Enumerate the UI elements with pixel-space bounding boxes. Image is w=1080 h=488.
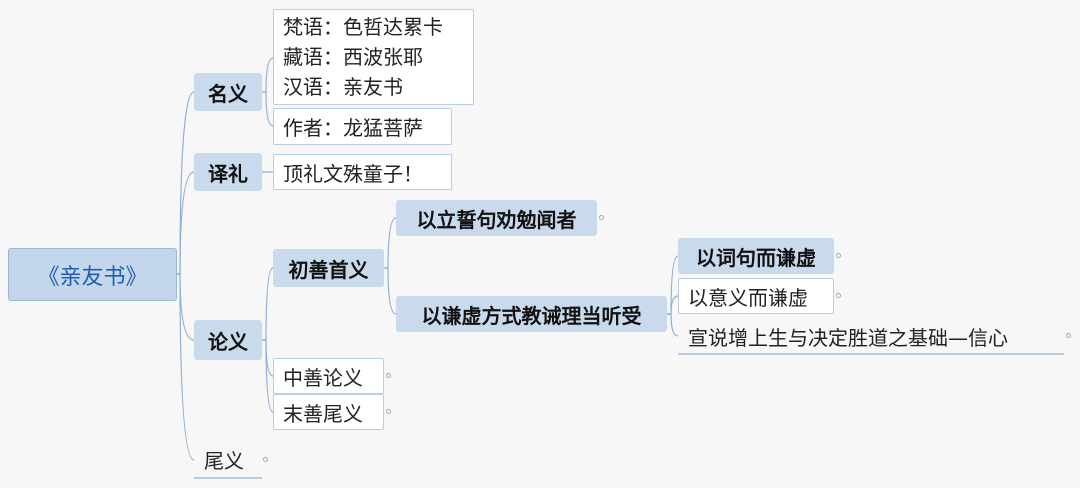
root-label: 《亲友书》 (37, 264, 148, 290)
node-xinxin-label: 宣说增上生与决定胜道之基础—信心 (688, 325, 1008, 350)
node-author[interactable]: 作者：龙猛菩萨 (273, 108, 452, 145)
connector-root-mingyi (177, 91, 195, 275)
node-moshan-label: 末善尾义 (283, 401, 363, 426)
topic-yili[interactable]: 译礼 (194, 153, 262, 191)
topic-chushan-label: 初善首义 (288, 257, 369, 282)
name-sanskrit: 梵语：色哲达累卡 (283, 15, 443, 39)
connector-lunyi-chushan (262, 267, 274, 341)
connector-qianxu-items (667, 255, 679, 315)
node-names[interactable]: 梵语：色哲达累卡 藏语：西波张耶 汉语：亲友书 (273, 9, 474, 105)
collapse-dot-ciju[interactable] (836, 253, 841, 258)
topic-ciju-label: 以词句而谦虚 (696, 245, 816, 270)
connector-root-yili (177, 171, 195, 275)
topic-lishi[interactable]: 以立誓句劝勉闻者 (396, 200, 597, 236)
topic-chushan[interactable]: 初善首义 (273, 249, 384, 287)
topic-mingyi-label: 名义 (208, 81, 248, 106)
node-zhongshan-label: 中善论义 (283, 365, 363, 390)
node-weiyi[interactable]: 尾义 (194, 441, 262, 478)
node-yiyi[interactable]: 以意义而谦虚 (678, 278, 834, 314)
name-tibetan: 藏语：西波张耶 (283, 45, 423, 69)
collapse-dot-yiyi[interactable] (836, 293, 841, 298)
collapse-dot-zhongshan[interactable] (386, 373, 391, 378)
node-zhongshan[interactable]: 中善论义 (273, 358, 384, 394)
node-yiyi-label: 以意义而谦虚 (688, 285, 808, 310)
collapse-dot-lishi[interactable] (599, 215, 604, 220)
root-node[interactable]: 《亲友书》 (8, 248, 177, 301)
topic-lunyi[interactable]: 论义 (194, 320, 262, 360)
node-homage[interactable]: 顶礼文殊童子！ (273, 154, 452, 190)
connector-chushan-lishi (384, 217, 397, 269)
collapse-dot-xinxin[interactable] (1066, 333, 1071, 338)
connector-qianxu-items (667, 295, 679, 315)
node-weiyi-label: 尾义 (204, 449, 244, 473)
topic-yili-label: 译礼 (208, 161, 248, 186)
topic-mingyi[interactable]: 名义 (194, 73, 262, 111)
author-label: 作者：龙猛菩萨 (283, 116, 423, 140)
connector-chushan-qianxu (384, 267, 397, 315)
connector-mingyi-names (262, 57, 274, 93)
node-xinxin[interactable]: 宣说增上生与决定胜道之基础—信心 (678, 318, 1064, 354)
collapse-dot-moshan[interactable] (386, 409, 391, 414)
topic-qianxu-label: 以谦虚方式教诫理当听受 (421, 303, 642, 328)
connector-lunyi-moshan (262, 339, 274, 413)
connector-root-weiyi (177, 273, 195, 461)
homage-label: 顶礼文殊童子！ (283, 161, 423, 186)
node-moshan[interactable]: 末善尾义 (273, 394, 384, 430)
topic-ciju[interactable]: 以词句而谦虚 (678, 238, 834, 274)
connector-mingyi-author (262, 91, 274, 127)
connector-lunyi-zhongshan (262, 339, 274, 377)
connector-qianxu-items (667, 313, 679, 337)
name-chinese: 汉语：亲友书 (283, 75, 403, 99)
topic-lunyi-label: 论义 (208, 329, 248, 354)
collapse-dot-weiyi[interactable] (263, 457, 268, 462)
topic-lishi-label: 以立誓句劝勉闻者 (416, 207, 577, 232)
topic-qianxu[interactable]: 以谦虚方式教诫理当听受 (396, 296, 667, 332)
